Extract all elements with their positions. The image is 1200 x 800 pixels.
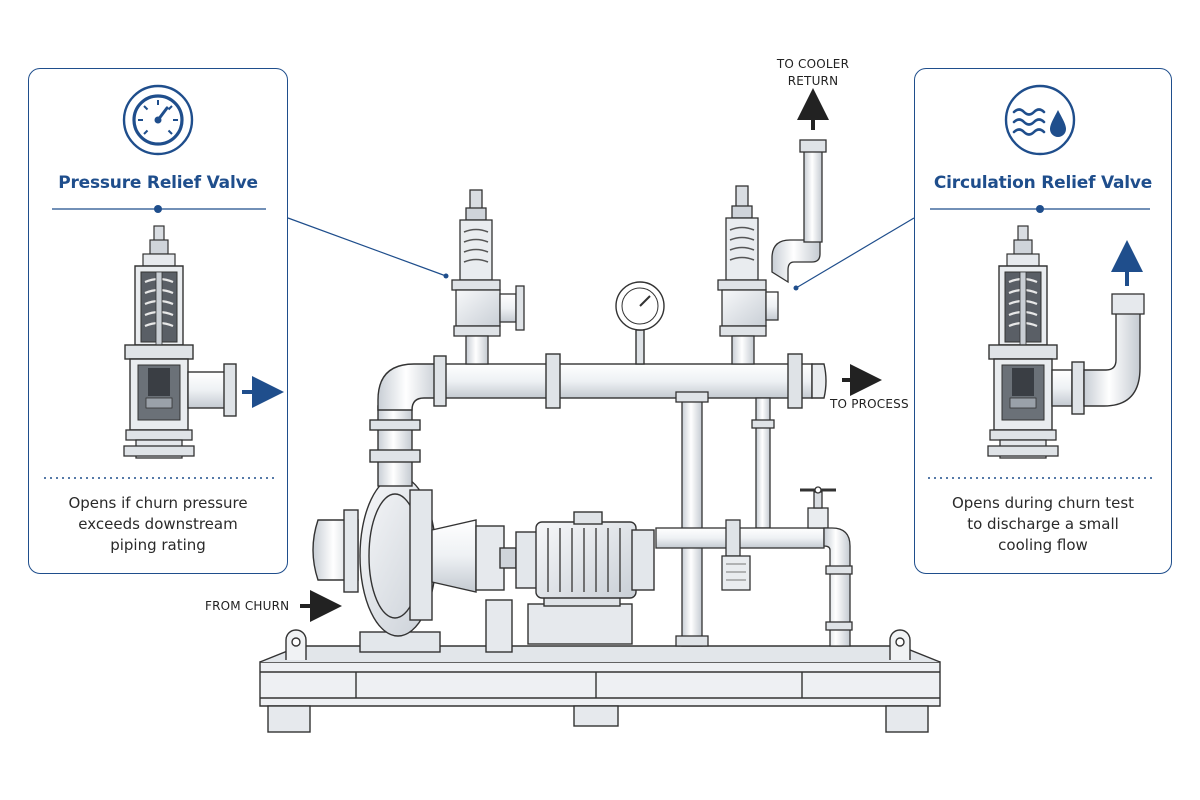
left-leader-line — [287, 217, 447, 277]
right-leader-line — [795, 217, 915, 289]
water-drop-waves-icon — [1004, 84, 1076, 156]
header-pipe — [433, 353, 827, 409]
pressure-gauge-icon — [122, 84, 194, 156]
circulation-relief-valve-description: Opens during churn test to discharge a s… — [915, 493, 1171, 556]
electric-motor — [515, 511, 655, 645]
pressure-relief-valve-title: Pressure Relief Valve — [58, 173, 258, 193]
from-churn-label: FROM CHURN — [205, 599, 290, 613]
pressure-relief-valve-cutaway — [123, 225, 237, 459]
desc-line-3: cooling flow — [998, 536, 1088, 554]
to-cooler-return-label: TO COOLER RETURN — [768, 56, 858, 90]
recirculation-line — [655, 397, 853, 647]
base-frame — [259, 629, 941, 733]
discharge-piping — [369, 363, 441, 487]
circulation-relief-valve-on-header — [717, 139, 827, 365]
pressure-gauge — [615, 281, 665, 365]
right-title-divider — [930, 205, 1150, 213]
circulation-relief-valve-title: Circulation Relief Valve — [933, 173, 1153, 193]
desc-line-2: to discharge a small — [967, 515, 1119, 533]
to-cooler-line-2: RETURN — [787, 74, 839, 88]
pressure-relief-valve-description: Opens if churn pressure exceeds downstre… — [29, 493, 287, 556]
desc-line-1: Opens if churn pressure — [68, 494, 248, 512]
support-column — [675, 391, 709, 647]
centrifugal-pump — [312, 475, 517, 653]
desc-line-2: exceeds downstream — [78, 515, 238, 533]
to-cooler-line-1: TO COOLER — [776, 57, 850, 71]
desc-line-3: piping rating — [110, 536, 206, 554]
pressure-relief-valve-card: Pressure Relief Valve Opens if churn pre… — [28, 68, 288, 574]
pressure-relief-valve-on-header — [451, 189, 525, 365]
left-title-divider — [52, 205, 266, 213]
to-process-label: TO PROCESS — [830, 397, 909, 411]
desc-line-1: Opens during churn test — [951, 494, 1135, 512]
circulation-relief-valve-cutaway — [987, 225, 1145, 459]
